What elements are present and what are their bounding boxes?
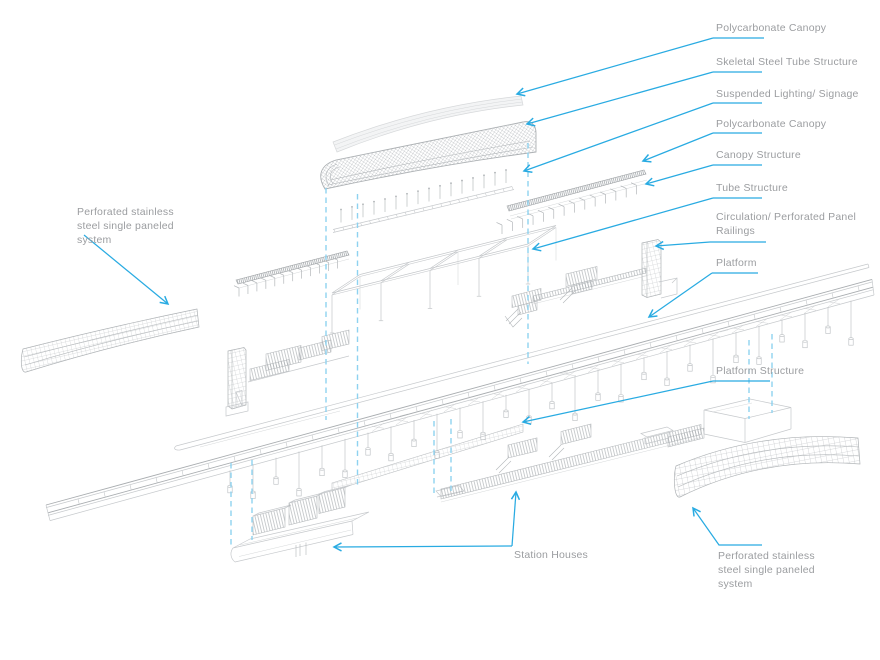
label-perforated-panel-right: Perforated stainless steel single panele… — [718, 550, 815, 590]
canopy-structure-hooks-right — [496, 182, 637, 234]
polycarbonate-canopy-strip-left — [235, 250, 350, 289]
suspended-lighting-signage-rail — [332, 169, 515, 233]
circulation-railings-right — [504, 239, 678, 328]
callout-leaders — [83, 37, 770, 552]
label-platform: Platform — [716, 257, 757, 269]
label-skeletal-steel-tube: Skeletal Steel Tube Structure — [716, 56, 858, 68]
label-tube-structure: Tube Structure — [716, 182, 788, 194]
label-platform-structure: Platform Structure — [716, 365, 805, 377]
tube-structure-frame — [329, 225, 557, 334]
perforated-panel-mesh-right — [674, 436, 861, 498]
elevated-track-platform-structure — [45, 278, 875, 521]
station-house-left — [230, 484, 370, 563]
label-station-houses: Station Houses — [514, 549, 589, 561]
polycarbonate-canopy-sheet — [332, 95, 524, 153]
label-perforated-panel-left: Perforated stainless steel single panele… — [77, 206, 174, 246]
polycarbonate-canopy-strip-right — [506, 169, 649, 220]
perforated-panel-mesh-left — [20, 308, 200, 373]
label-circulation-railings: Circulation/ Perforated Panel Railings — [716, 211, 857, 237]
platform-structure-grid — [331, 423, 524, 492]
label-polycarbonate-canopy-2: Polycarbonate Canopy — [716, 118, 827, 130]
station-house-right — [435, 398, 792, 503]
circulation-railings-left — [225, 329, 350, 417]
label-suspended-lighting: Suspended Lighting/ Signage — [716, 88, 859, 100]
alignment-guide-dashes — [230, 143, 773, 545]
canopy-structure-hooks-left — [233, 257, 338, 297]
label-canopy-structure: Canopy Structure — [716, 149, 801, 161]
label-polycarbonate-canopy-top: Polycarbonate Canopy — [716, 22, 827, 34]
skeletal-steel-tube-vault — [320, 121, 537, 190]
